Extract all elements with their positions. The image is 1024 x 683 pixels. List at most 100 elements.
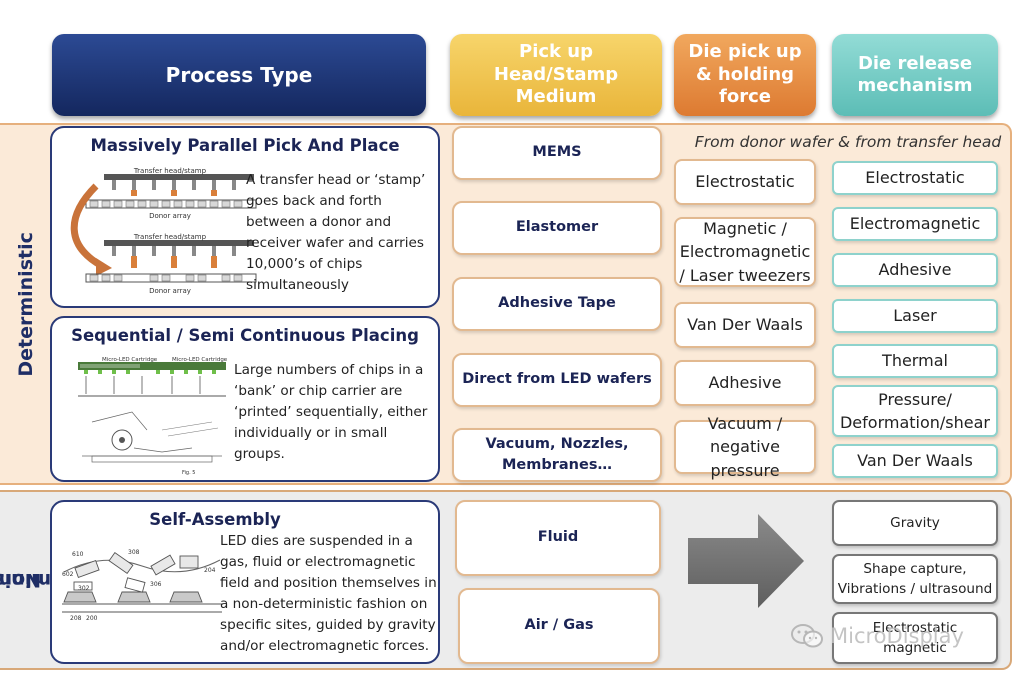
holding-force-line: Magnetic / [703, 219, 787, 239]
figure-label: Donor array [149, 212, 191, 220]
release-van-der-waals: Van Der Waals [832, 444, 998, 478]
release-electrostatic-magnetic: Electrostatic magnetic [832, 612, 998, 664]
deterministic-label: Deterministic [6, 123, 46, 485]
release-label: Electromagnetic [849, 214, 981, 234]
process-self-assembly: Self-Assembly 610 602 308 302 306 204 20… [50, 500, 440, 664]
holding-force-label: Van Der Waals [687, 315, 803, 335]
figure-label: Micro-LED Cartridge [102, 357, 158, 363]
header-holding-line: force [719, 86, 771, 108]
process-text-line: goes back and forth [246, 193, 382, 209]
release-electromagnetic: Electromagnetic [832, 207, 998, 241]
pickup-medium-vacuum: Vacuum, Nozzles, Membranes… [452, 428, 662, 482]
figure-label: 306 [150, 581, 162, 588]
watermark: MicroDisplay [790, 618, 1010, 654]
release-adhesive: Adhesive [832, 253, 998, 287]
figure-label: 204 [204, 567, 216, 574]
holding-force-line: / Laser tweezers [679, 265, 811, 285]
release-electrostatic: Electrostatic [832, 161, 998, 195]
release-source-note: From donor wafer & from transfer head [694, 133, 1002, 151]
pickup-medium-label: Direct from LED wafers [462, 371, 652, 388]
release-label: Electrostatic [865, 168, 965, 188]
process-title: Massively Parallel Pick And Place [90, 136, 400, 155]
process-description: A transfer head or ‘stamp’ goes back and… [246, 170, 440, 296]
header-holding-line: Die pick up [688, 41, 802, 63]
wechat-icon [791, 624, 823, 648]
process-sequential-placing: Sequential / Semi Continuous Placing Mic… [50, 316, 440, 482]
pickup-medium-label: Air / Gas [524, 617, 594, 634]
figure-label: Donor array [149, 287, 191, 295]
figure-label: Fig. 5 [182, 470, 195, 476]
sequential-placing-figure: Micro-LED Cartridge Micro-LED Cartridge … [78, 357, 228, 476]
watermark-text: MicroDisplay [830, 624, 964, 648]
process-title: Sequential / Semi Continuous Placing [71, 326, 419, 345]
figure-label: Transfer head/stamp [133, 167, 207, 175]
figure-label: 200 [86, 615, 98, 622]
pickup-medium-fluid: Fluid [455, 500, 661, 576]
process-text-line: and/or electromagnetic forces. [220, 638, 430, 654]
release-line: Electrostatic [872, 619, 958, 636]
release-laser: Laser [832, 299, 998, 333]
release-line: magnetic [883, 640, 947, 656]
holding-force-vacuum: Vacuum / negative pressure [674, 414, 816, 480]
holding-force-line: Vacuum / negative [707, 414, 783, 457]
process-text-line: LED dies are suspended in a [220, 533, 413, 549]
header-process-type: Process Type [52, 34, 426, 116]
holding-force-line: pressure [710, 460, 780, 480]
process-parallel-pick-place: Massively Parallel Pick And Place Transf… [50, 126, 440, 308]
release-label: Laser [893, 306, 937, 326]
pickup-medium-elastomer: Elastomer [452, 201, 662, 255]
release-line: Deformation/shear [839, 413, 990, 432]
process-text-line: Large numbers of chips in a [234, 362, 424, 378]
figure-label: Micro-LED Cartridge [172, 357, 228, 363]
release-shape-capture: Shape capture, Vibrations / ultrasound [832, 554, 998, 604]
pickup-medium-label: Adhesive Tape [498, 295, 616, 312]
holding-force-line: Electromagnetic [679, 242, 811, 262]
figure-label: 602 [62, 571, 74, 578]
holding-force-label: Adhesive [708, 373, 782, 393]
figure-label: Transfer head/stamp [133, 233, 207, 241]
curved-arrow-icon-head [96, 258, 112, 276]
holding-force-label: Electrostatic [695, 172, 795, 192]
curved-arrow-icon [70, 183, 104, 270]
process-text-line: A transfer head or ‘stamp’ [246, 172, 426, 188]
pickup-medium-label: Elastomer [515, 219, 599, 236]
process-text-line: a non-deterministic fashion on [220, 596, 428, 612]
process-text-line: ‘bank’ or chip carrier are [234, 383, 403, 399]
process-description: LED dies are suspended in a gas, fluid o… [220, 531, 440, 657]
process-text-line: simultaneously [246, 277, 349, 293]
self-assembly-figure: 610 602 308 302 306 204 208 200 [62, 549, 222, 622]
release-thermal: Thermal [832, 344, 998, 378]
process-text-line: receiver wafer and carries [246, 235, 424, 251]
process-text-line: specific sites, guided by gravity [220, 617, 436, 633]
holding-force-van-der-waals: Van Der Waals [674, 302, 816, 348]
figure-label: 308 [128, 549, 140, 556]
pickup-medium-line: Membranes… [502, 457, 612, 473]
figure-label: 610 [72, 551, 84, 558]
figure-label: 302 [78, 585, 90, 592]
process-text-line: between a donor and [246, 214, 392, 230]
process-text-line: individually or in small [234, 425, 388, 441]
release-label: Adhesive [878, 260, 952, 280]
release-label: Gravity [890, 514, 940, 531]
holding-force-electrostatic: Electrostatic [674, 159, 816, 205]
header-release-line: Die release [857, 52, 973, 74]
header-holding-force: Die pick up & holding force [674, 34, 816, 116]
header-holding-line: & holding [695, 63, 795, 85]
release-line: Shape capture, [863, 560, 967, 577]
header-release-line: mechanism [857, 75, 973, 96]
header-pickup-line: Pick up [519, 41, 593, 63]
release-line: Vibrations / ultrasound [837, 581, 993, 597]
pickup-medium-mems: MEMS [452, 126, 662, 180]
header-release-mechanism: Die release mechanism [832, 34, 998, 116]
right-arrow-icon [688, 514, 804, 608]
header-pickup-line: Head/Stamp [493, 63, 619, 85]
process-text-line: field and position themselves in [220, 575, 437, 591]
process-text-line: groups. [234, 446, 285, 462]
process-title: Self-Assembly [149, 510, 281, 529]
release-gravity: Gravity [832, 500, 998, 546]
parallel-transfer-figure: Transfer head/stamp Donor array Transfer… [70, 167, 257, 295]
pickup-medium-led-wafers: Direct from LED wafers [452, 353, 662, 407]
holding-force-adhesive: Adhesive [674, 360, 816, 406]
deterministic-label-text: Deterministic [14, 231, 37, 377]
pickup-medium-line: Vacuum, Nozzles, [485, 435, 629, 452]
